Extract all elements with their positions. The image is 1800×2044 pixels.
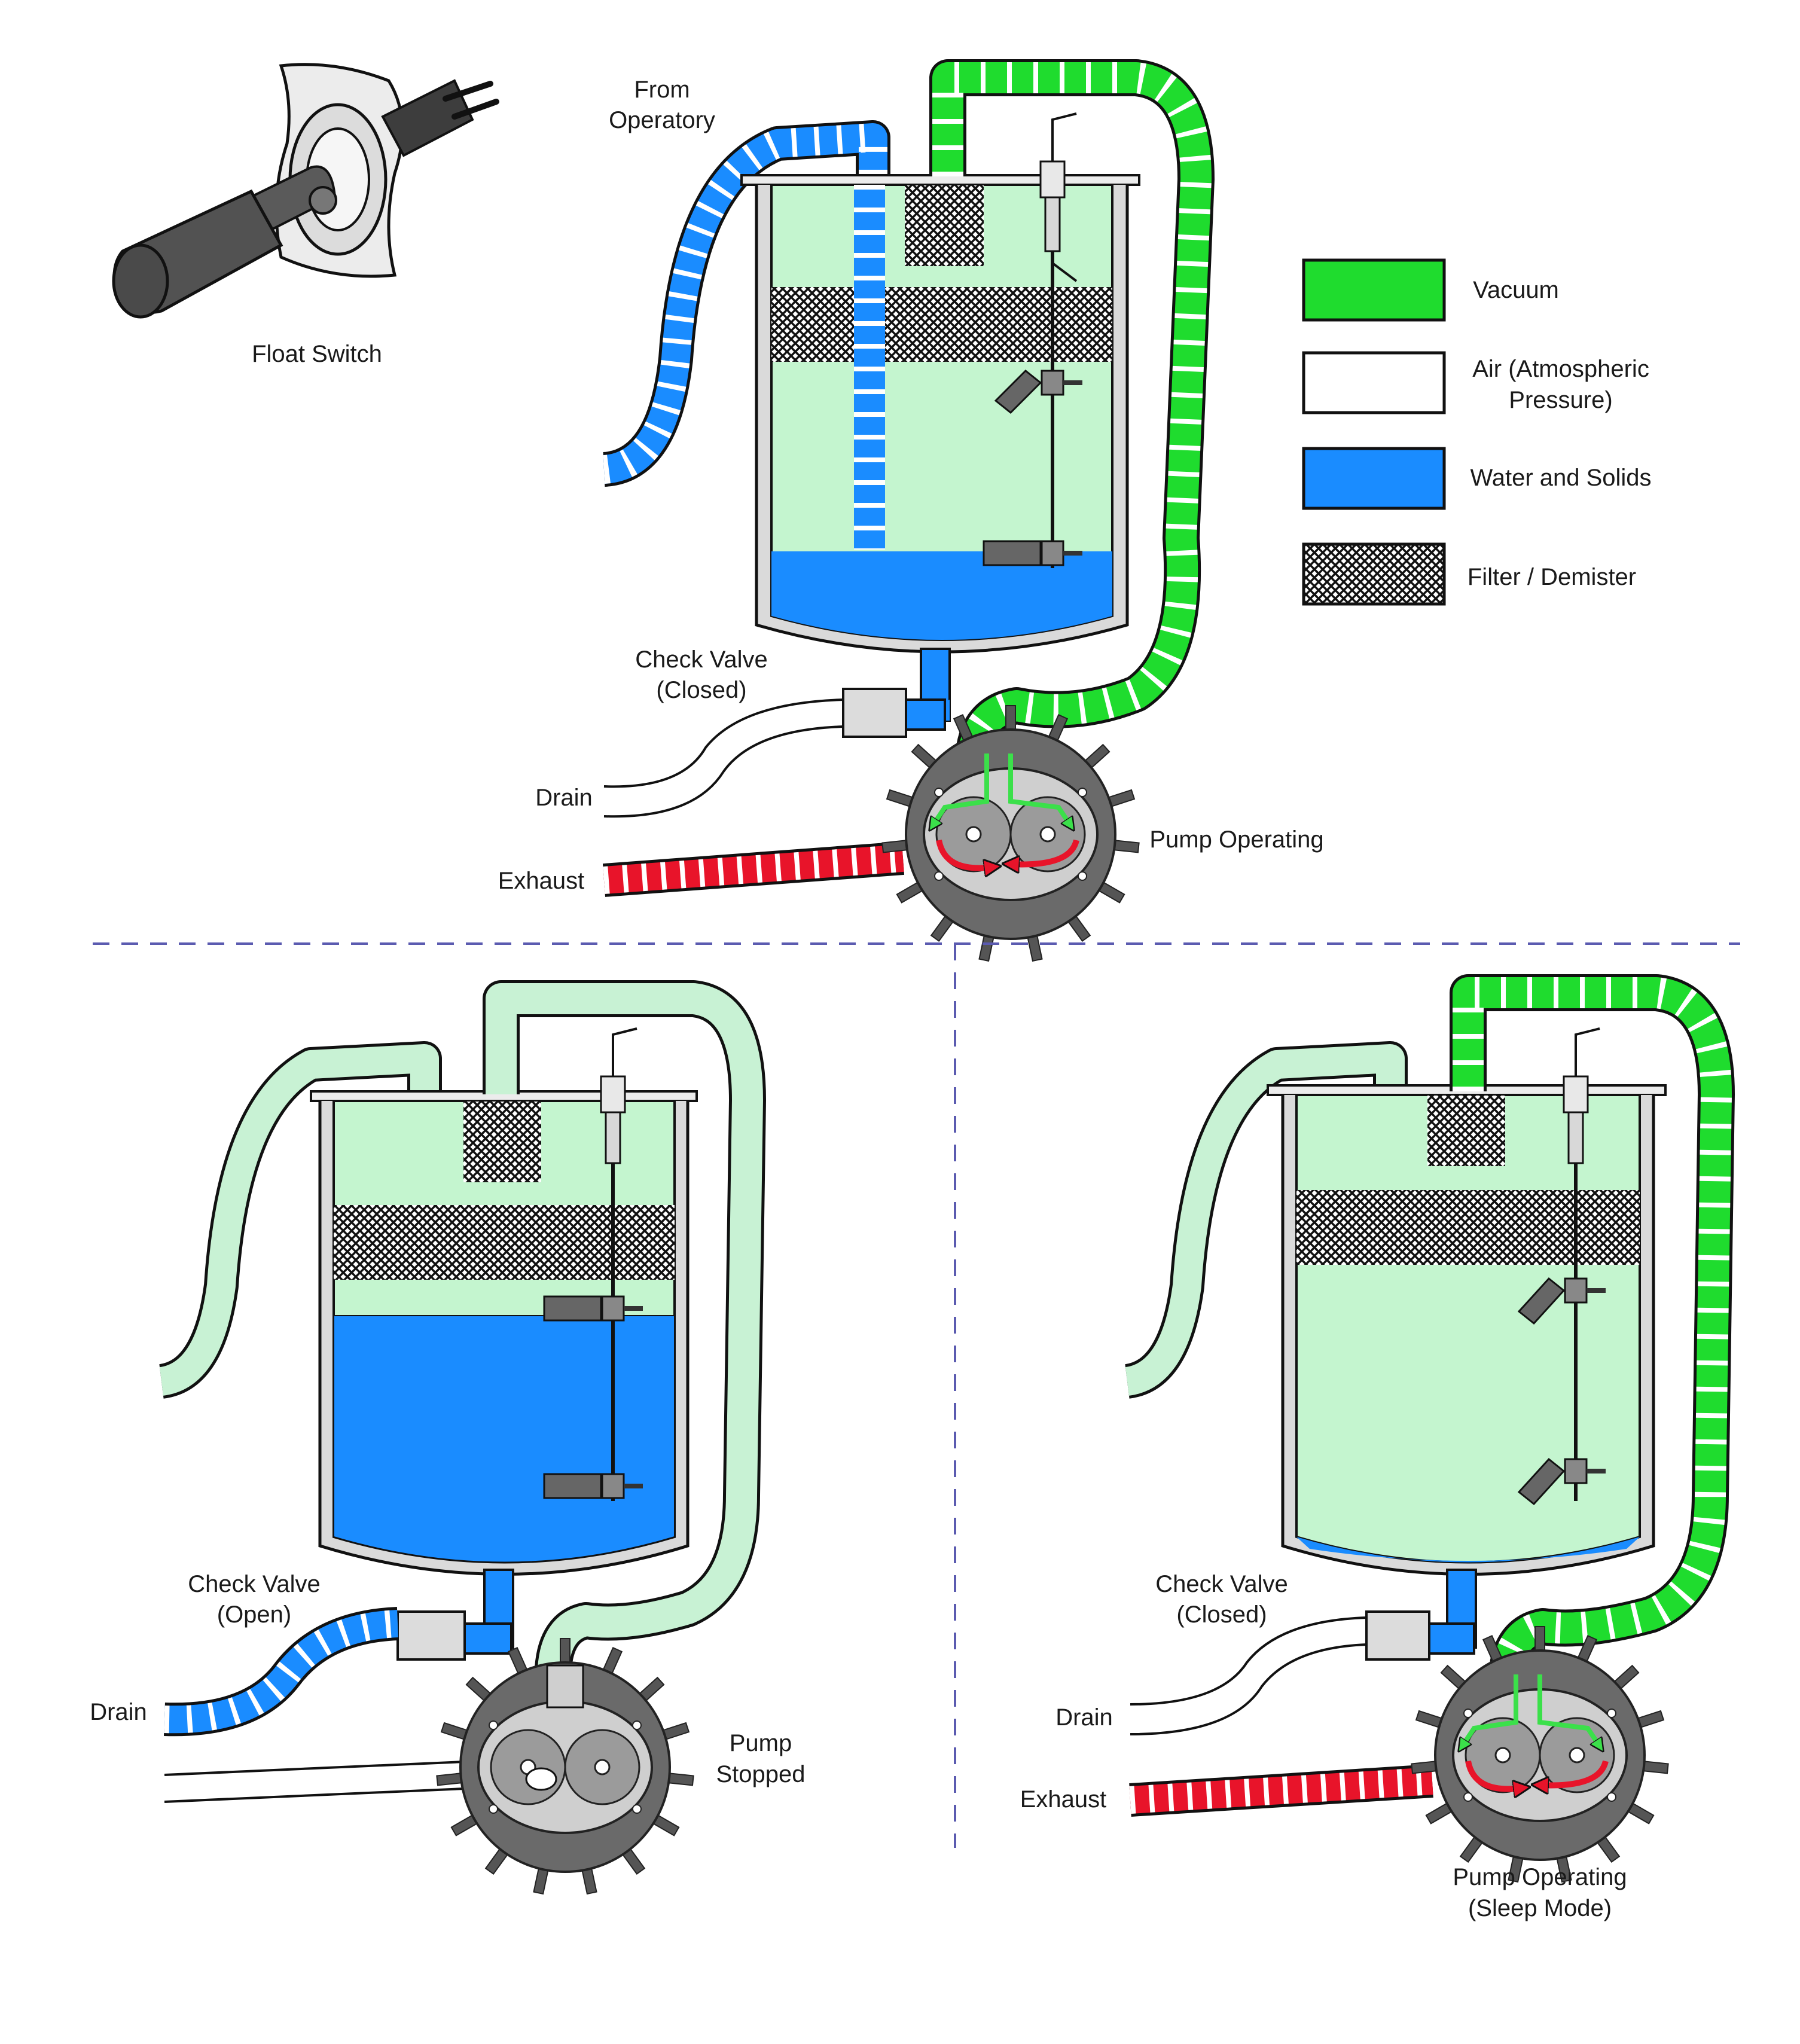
float-switch-illustration bbox=[112, 63, 499, 319]
from-operatory-label-line2: Operatory bbox=[609, 107, 715, 133]
pump-sleep-label-line2: (Sleep Mode) bbox=[1468, 1895, 1612, 1921]
legend-label-filter: Filter / Demister bbox=[1468, 564, 1636, 590]
pump-stopped-label: Pump bbox=[730, 1730, 792, 1756]
drain-label-bottom-right: Drain bbox=[1055, 1704, 1113, 1731]
check-valve-closed-state-br: (Closed) bbox=[1176, 1601, 1267, 1628]
check-valve-open-label: Check Valve bbox=[188, 1571, 321, 1597]
system-bottom-right-pump-sleep-mode bbox=[1124, 974, 1735, 1883]
legend-label-vacuum: Vacuum bbox=[1473, 277, 1559, 303]
legend-swatch-water bbox=[1302, 447, 1446, 510]
pump-operating-label: Pump Operating bbox=[1149, 826, 1323, 853]
float-switch-label: Float Switch bbox=[252, 341, 382, 367]
exhaust-label-top: Exhaust bbox=[498, 868, 585, 894]
legend-swatch-filter bbox=[1302, 542, 1446, 606]
legend-swatch-air bbox=[1302, 351, 1446, 414]
drain-label-bottom-left: Drain bbox=[90, 1699, 147, 1725]
from-operatory-label: From bbox=[634, 77, 690, 103]
check-valve-open-state: (Open) bbox=[217, 1601, 292, 1628]
legend-label-air-line2: Pressure) bbox=[1509, 387, 1612, 413]
check-valve-closed-label: Check Valve bbox=[635, 646, 768, 673]
exhaust-label-bottom-right: Exhaust bbox=[1020, 1786, 1107, 1813]
legend-label-air: Air (Atmospheric bbox=[1472, 356, 1649, 382]
system-top-pump-operating bbox=[602, 59, 1215, 962]
legend-swatch-vacuum bbox=[1302, 258, 1446, 322]
check-valve-closed-state: (Closed) bbox=[656, 677, 746, 703]
pump-sleep-label: Pump Operating bbox=[1453, 1864, 1627, 1890]
legend-label-water: Water and Solids bbox=[1470, 465, 1651, 491]
check-valve-closed-label-br: Check Valve bbox=[1155, 1571, 1288, 1597]
legend: Vacuum Air (Atmospheric Pressure) Water … bbox=[1302, 258, 1652, 606]
system-bottom-left-pump-stopped bbox=[158, 980, 766, 1895]
pump-stopped-label-line2: Stopped bbox=[716, 1761, 805, 1787]
drain-label-top: Drain bbox=[535, 785, 593, 811]
